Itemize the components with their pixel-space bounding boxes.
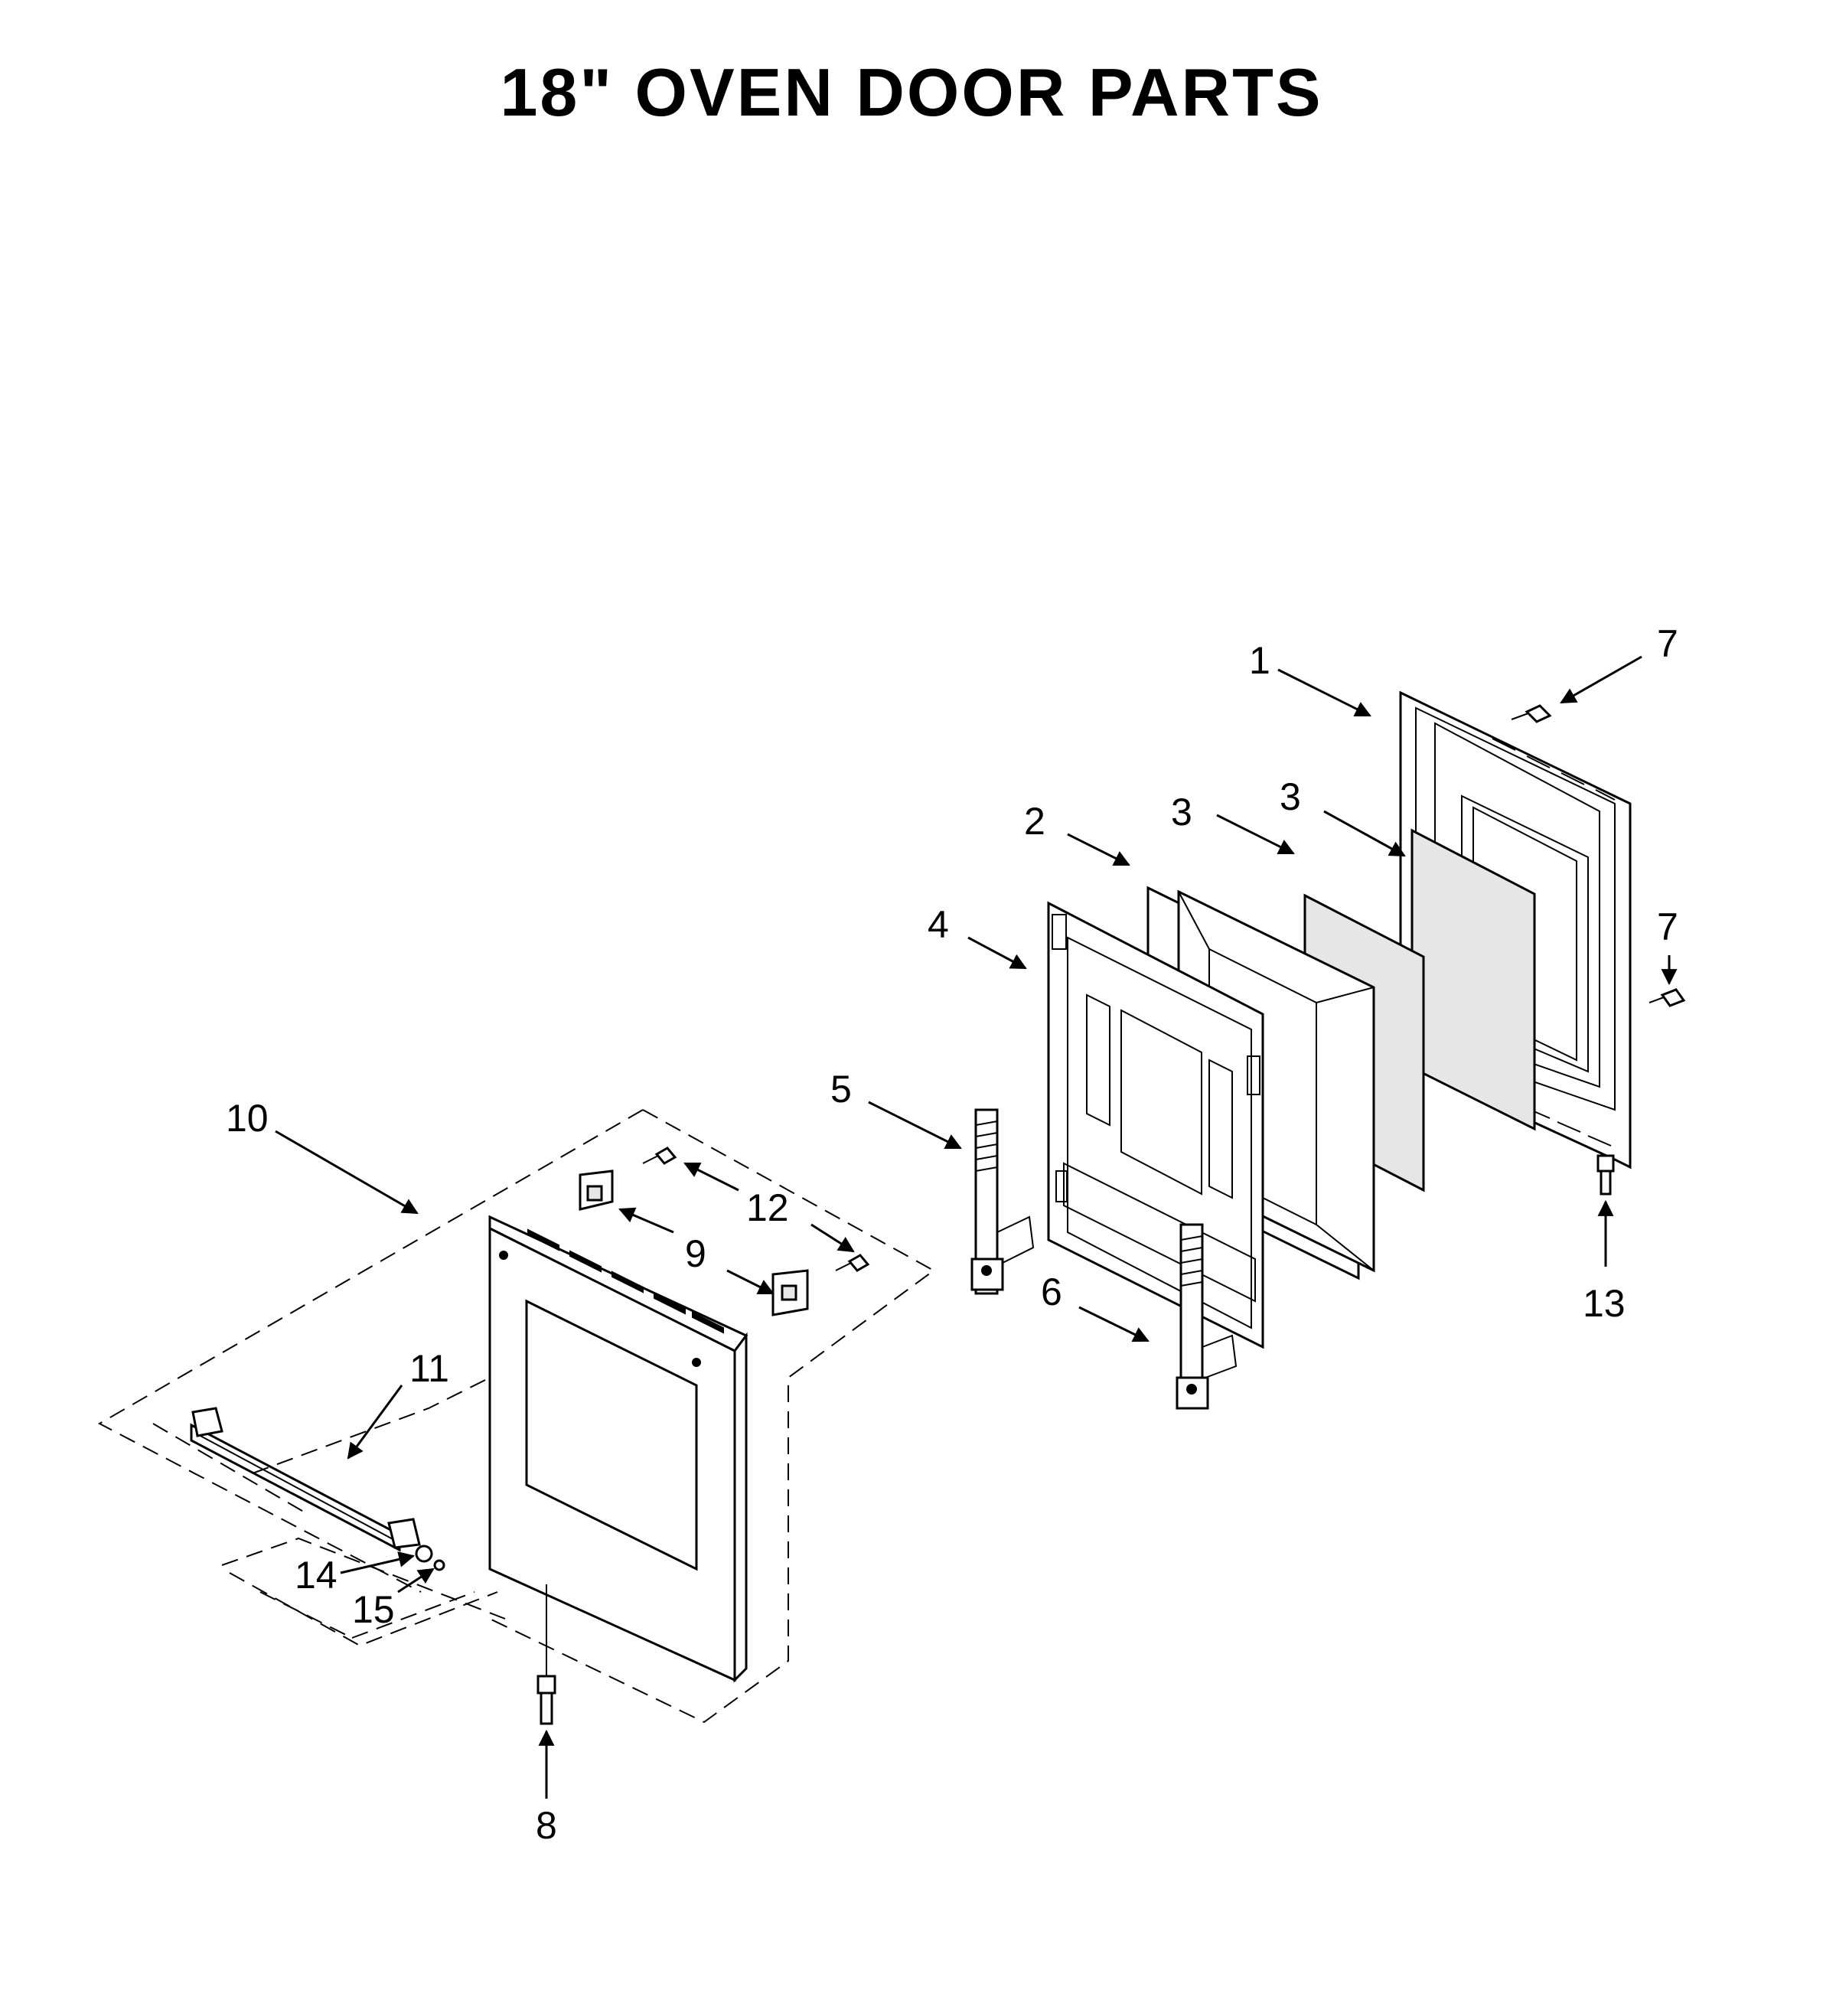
handle-spacer-14 — [415, 1545, 433, 1563]
outer-door-panel — [488, 1215, 748, 1683]
door-handle — [190, 1407, 421, 1552]
callout-11: 11 — [409, 1347, 449, 1390]
screw-12-top — [642, 1147, 677, 1165]
callout-4: 4 — [928, 903, 949, 946]
callout-3-rear: 3 — [1280, 775, 1301, 818]
callout-10: 10 — [226, 1097, 269, 1140]
callout-12: 12 — [746, 1186, 789, 1229]
callout-5: 5 — [830, 1068, 852, 1111]
callout-7-right: 7 — [1657, 905, 1678, 948]
screw-7-right — [1649, 988, 1686, 1007]
right-hinge — [1176, 1223, 1238, 1410]
callout-2: 2 — [1024, 800, 1045, 843]
callout-6: 6 — [1041, 1271, 1062, 1313]
door-bracket-left — [579, 1169, 614, 1211]
screw-12-right — [835, 1254, 870, 1272]
leader-arrows — [275, 655, 1678, 1799]
callout-13: 13 — [1583, 1282, 1626, 1325]
screw-7-top — [1511, 704, 1552, 723]
callout-8: 8 — [536, 1804, 557, 1847]
handle-screw-15 — [433, 1559, 445, 1571]
page-title: 18" OVEN DOOR PARTS — [500, 54, 1323, 130]
inner-door-frame — [1047, 901, 1264, 1349]
callout-9: 9 — [685, 1232, 706, 1275]
callout-15: 15 — [352, 1588, 395, 1631]
callout-3-front: 3 — [1171, 791, 1192, 833]
assembly-outline — [97, 1109, 935, 1724]
left-hinge — [970, 1108, 1035, 1295]
screw-8 — [536, 1675, 556, 1725]
screw-13 — [1596, 1154, 1615, 1196]
door-bracket-right — [771, 1269, 809, 1316]
callout-14: 14 — [295, 1554, 338, 1597]
callout-7-top: 7 — [1657, 622, 1678, 665]
callout-1: 1 — [1249, 639, 1270, 682]
